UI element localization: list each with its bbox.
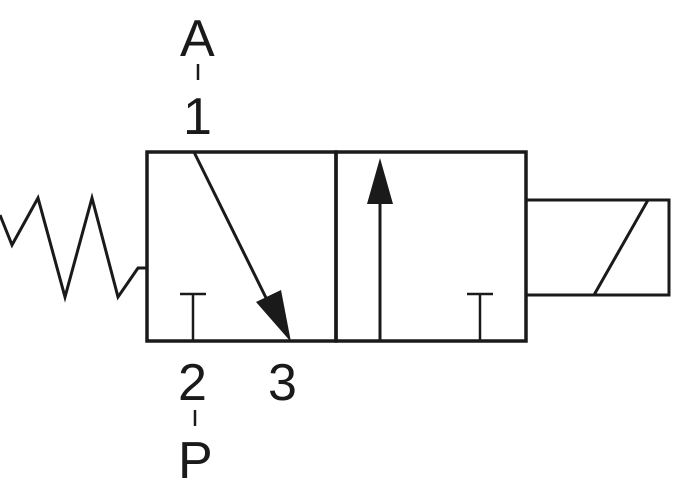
port-p-letter: P — [178, 432, 213, 490]
valve-position-right — [334, 150, 528, 343]
solenoid-actuator-icon — [524, 198, 671, 297]
flow-arrow-icon — [192, 151, 291, 342]
port-p-number: 2 — [178, 354, 207, 412]
port-exhaust-number: 3 — [268, 354, 297, 412]
blocked-port-t-icon — [467, 292, 493, 341]
flow-arrow-icon — [367, 158, 393, 341]
blocked-port-t-icon — [180, 292, 206, 341]
valve-body — [145, 150, 528, 343]
port-a-number: 1 — [183, 88, 212, 146]
port-a-letter: A — [180, 10, 215, 68]
spring-return-icon — [0, 192, 147, 303]
